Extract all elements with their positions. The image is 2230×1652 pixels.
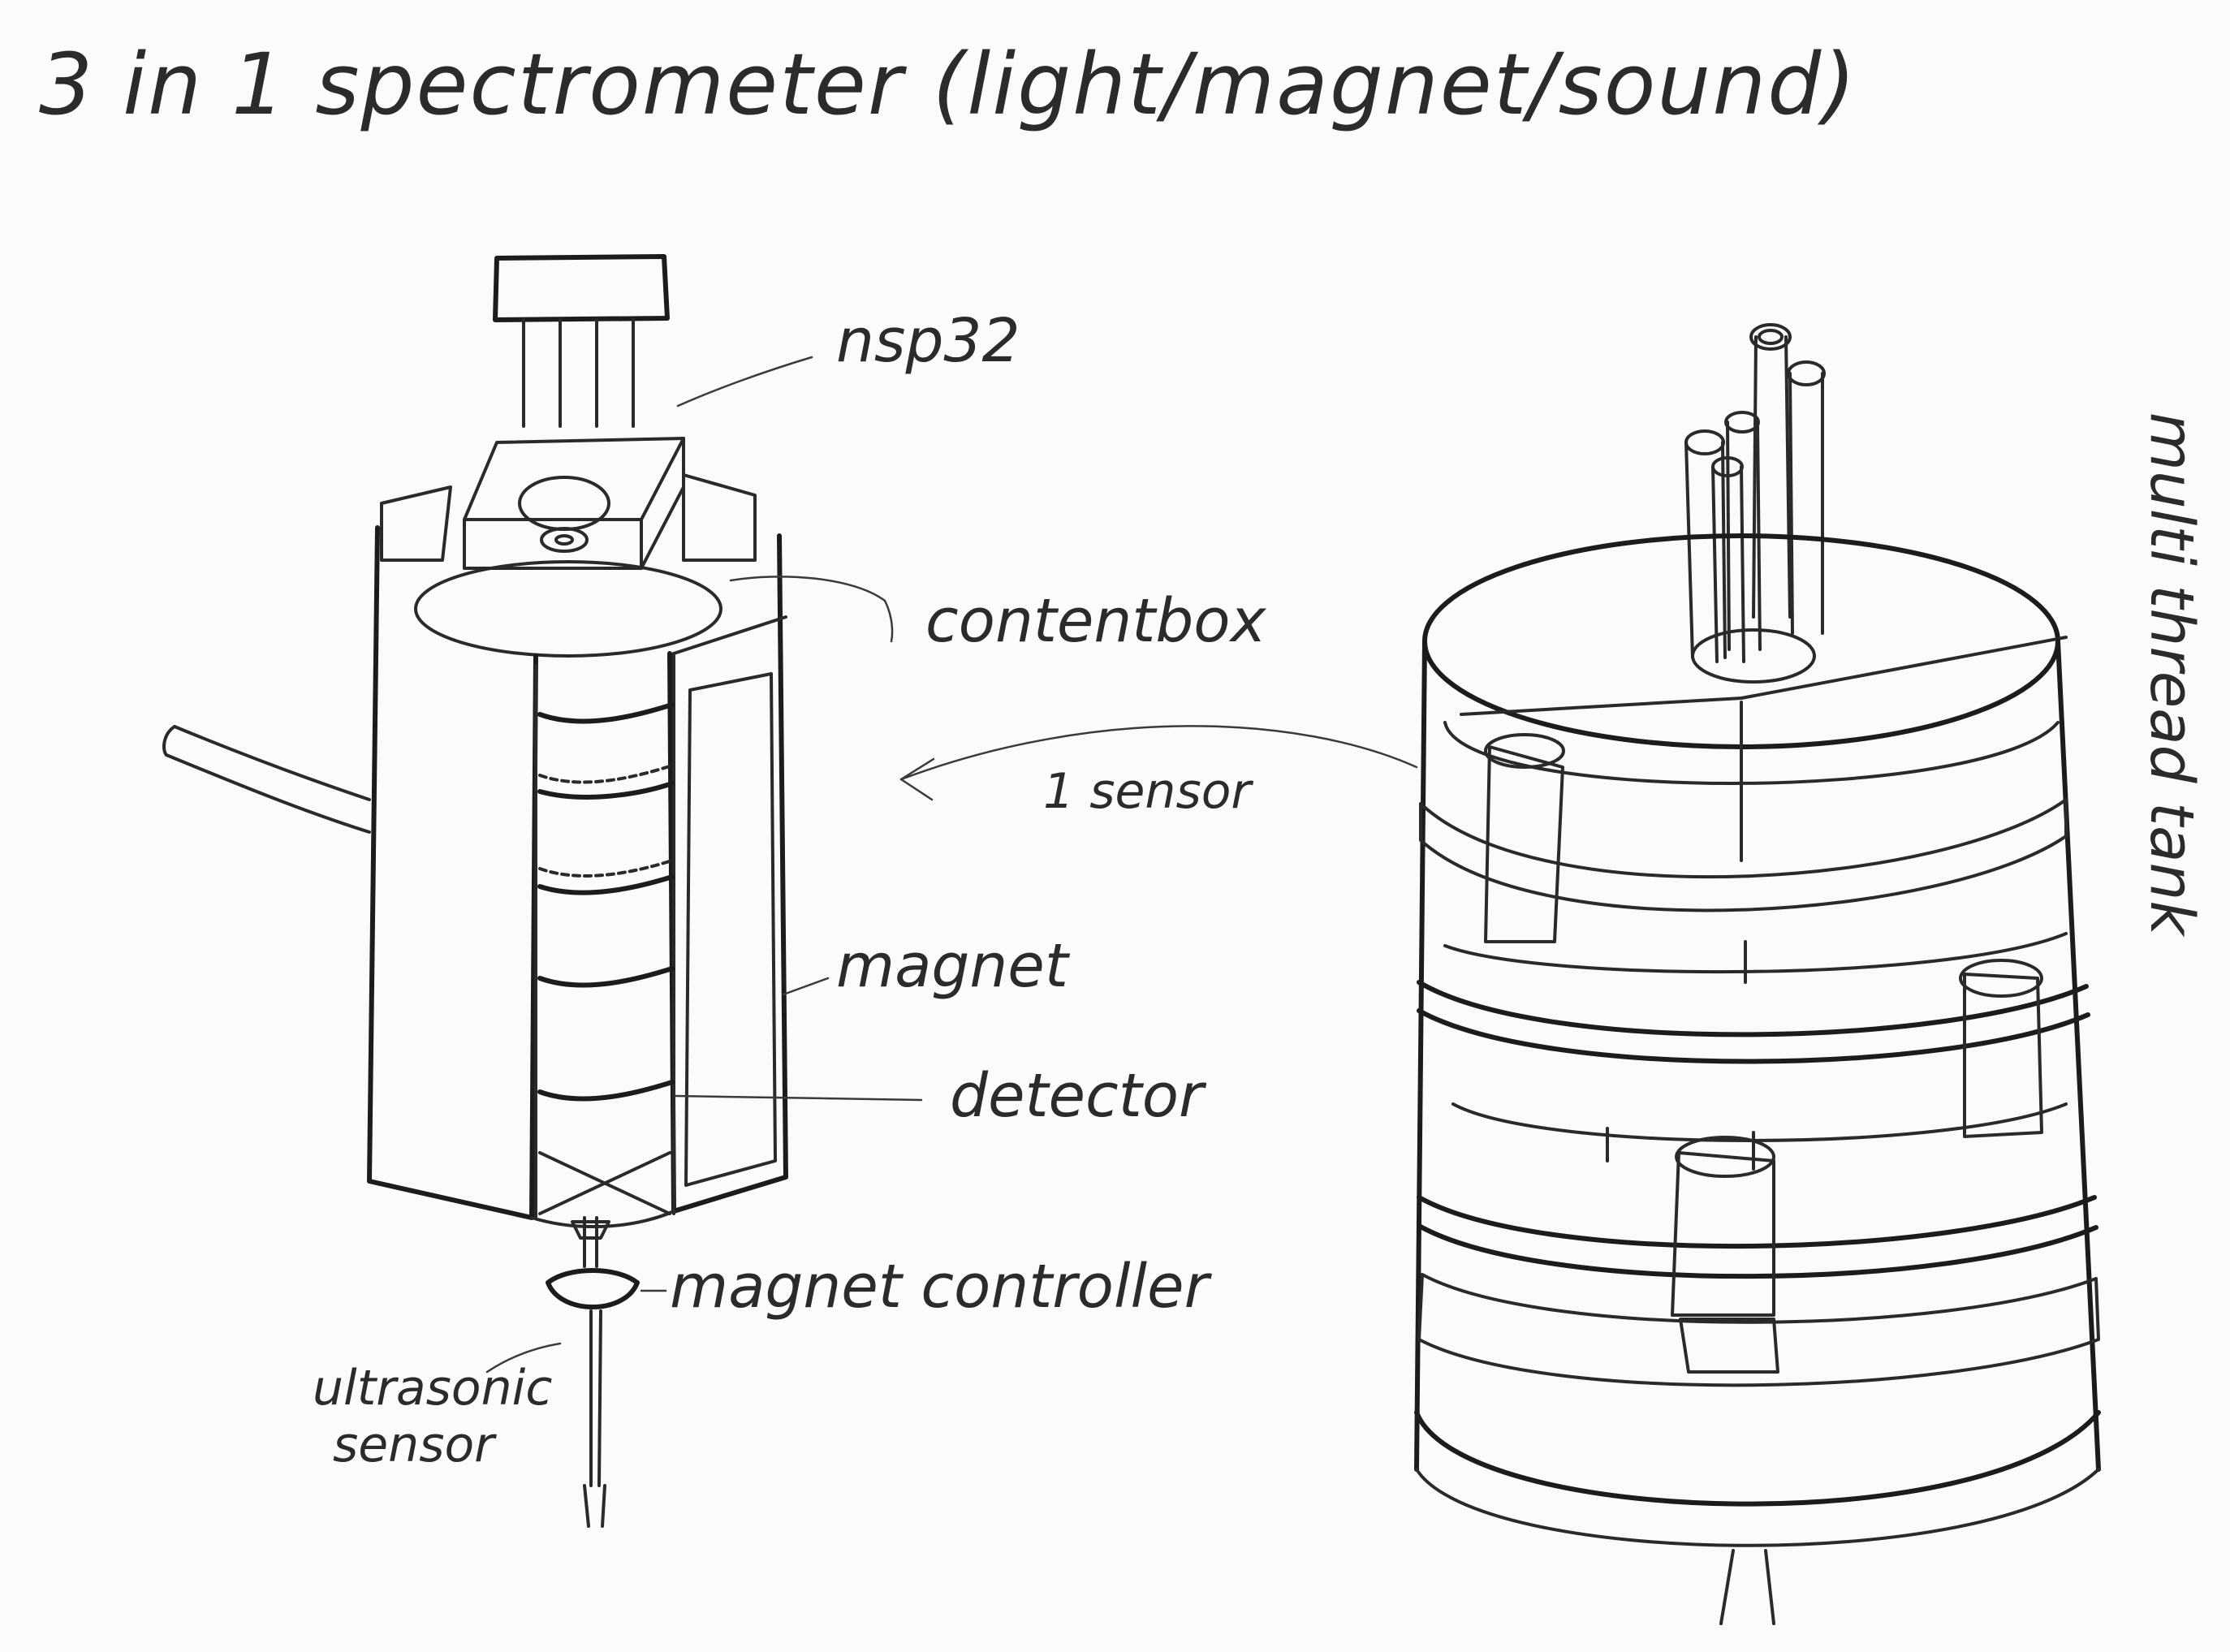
top-tubes: [1686, 325, 1824, 662]
leader-nsp32: [678, 357, 812, 406]
label-magnet: magnet: [836, 931, 1071, 1001]
spectrometer-device: [164, 257, 786, 1526]
leader-contentbox: [731, 576, 892, 641]
label-magnet-controller: magnet controller: [670, 1252, 1213, 1322]
leader-magnet: [783, 978, 828, 994]
label-nsp32: nsp32: [836, 306, 1020, 376]
sketch-title: 3 in 1 spectrometer (light/magnet/sound): [39, 35, 1857, 134]
label-ultrasonic-line2: sensor: [333, 1417, 497, 1473]
multi-thread-tank: [1417, 325, 2098, 1624]
label-contentbox: contentbox: [925, 586, 1267, 656]
label-ultrasonic-line1: ultrasonic: [313, 1360, 552, 1417]
label-one-sensor: 1 sensor: [1043, 763, 1253, 820]
arrow-head-icon: [901, 759, 934, 800]
label-multi-thread-tank: multi thread tank: [2137, 412, 2206, 938]
leader-detector: [675, 1096, 921, 1100]
label-detector: detector: [950, 1061, 1207, 1131]
